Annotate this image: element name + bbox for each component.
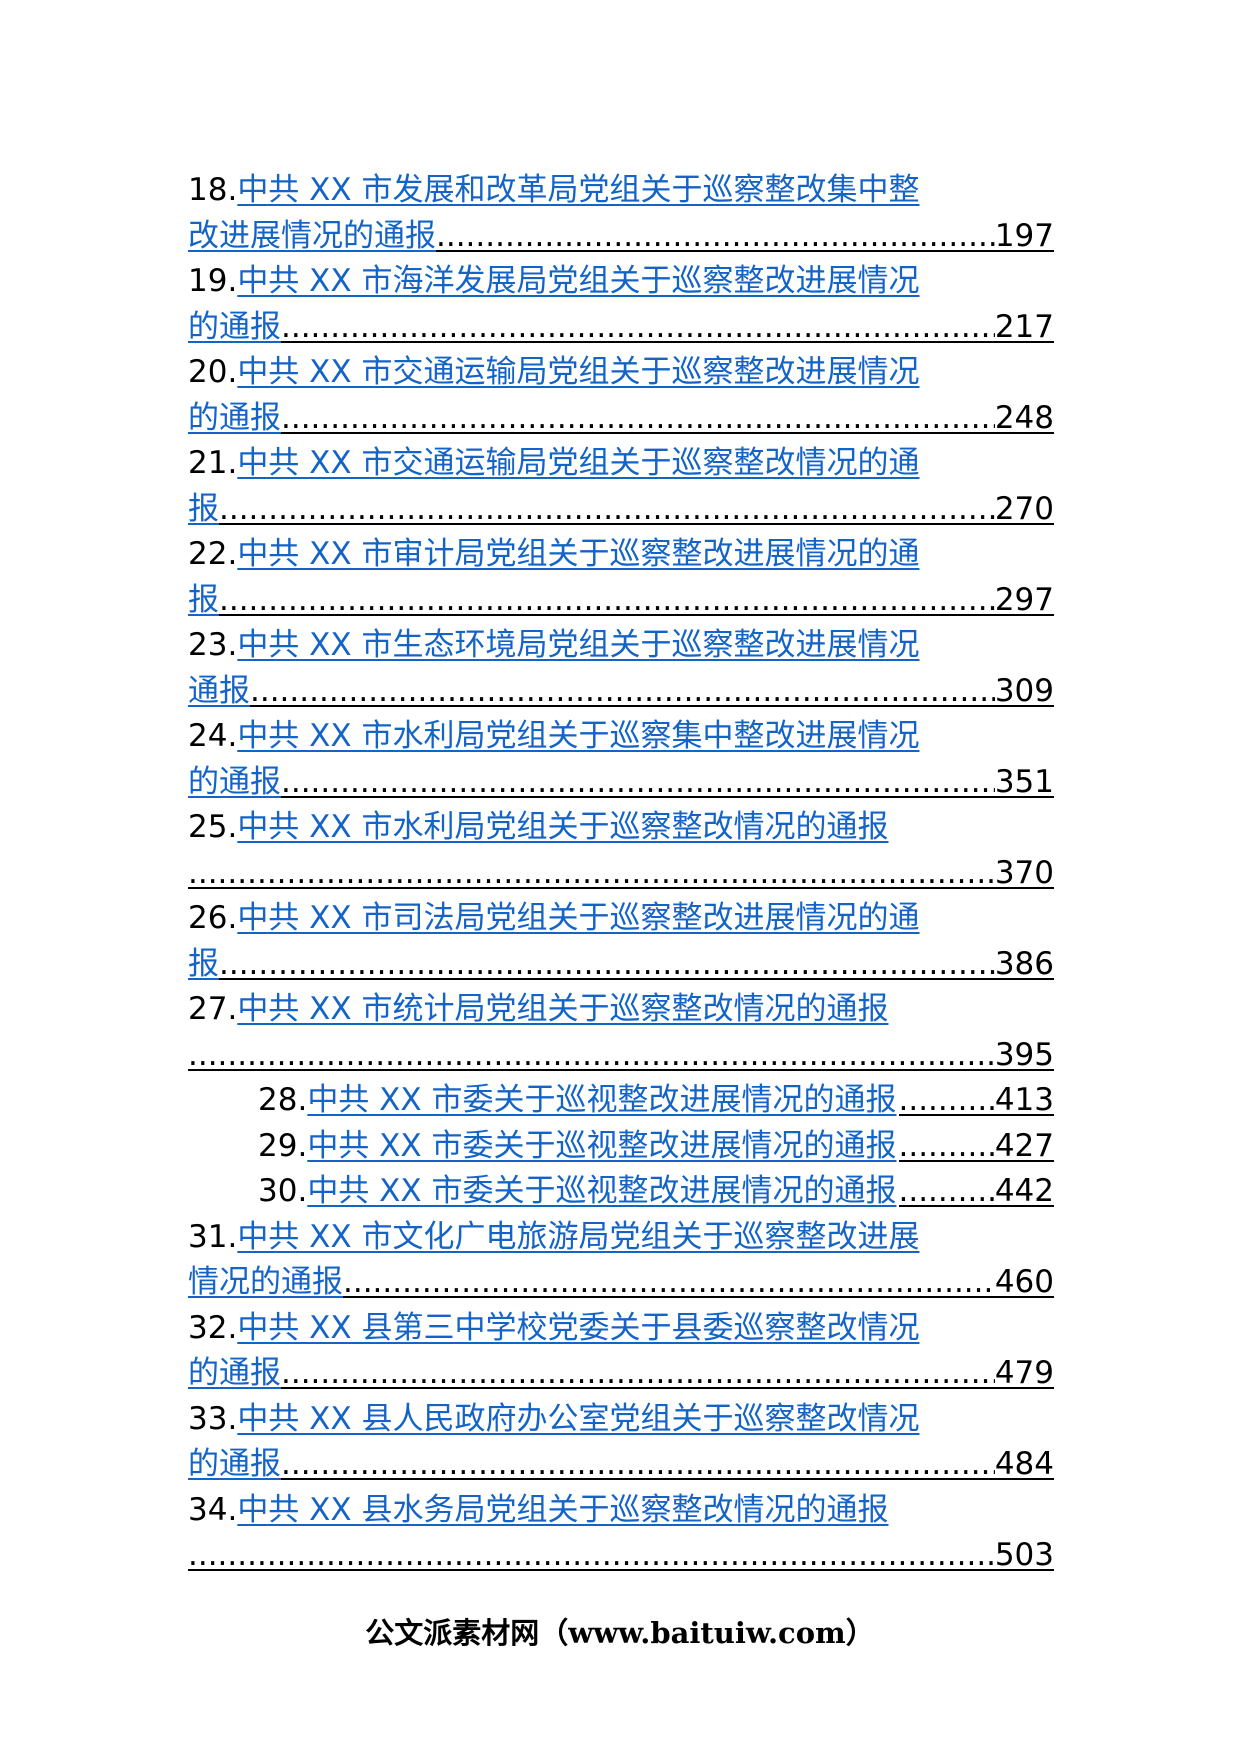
toc-entry-number: 31. — [188, 1218, 238, 1255]
toc-entry: 20.中共 XX 市交通运输局党组关于巡察整改进展情况 的通报 248 — [188, 350, 1054, 441]
toc-leader-dots — [188, 851, 995, 897]
toc-entry-link-continuation[interactable]: 报 — [188, 581, 219, 618]
toc-entry-number: 24. — [188, 718, 238, 754]
toc-leader-dots — [219, 487, 995, 533]
toc-entry-number: 33. — [188, 1400, 238, 1437]
toc-leader-dots — [899, 1124, 995, 1170]
toc-entry: 24.中共 XX 市水利局党组关于巡察集中整改进展情况 的通报 351 — [188, 714, 1054, 805]
toc-page-number: 479 — [994, 1355, 1054, 1391]
toc-page-number: 413 — [994, 1082, 1054, 1118]
toc-entry-link[interactable]: 中共 XX 市委关于巡视整改进展情况的通报 — [307, 1173, 897, 1209]
toc-entry-link[interactable]: 中共 XX 市交通运输局党组关于巡察整改情况的通 — [237, 445, 920, 481]
toc-leader-dots — [281, 1442, 995, 1488]
toc-leader-dots — [250, 669, 995, 715]
toc-entry-link-continuation[interactable]: 报 — [188, 945, 219, 982]
toc-entry-link[interactable]: 中共 XX 市委关于巡视整改进展情况的通报 — [307, 1127, 897, 1164]
toc-leader-dots — [281, 1351, 995, 1397]
toc-entry: 22.中共 XX 市审计局党组关于巡察整改进展情况的通 报 297 — [188, 532, 1054, 623]
toc-entry-number: 21. — [188, 445, 238, 481]
toc-entry-link-continuation[interactable]: 报 — [188, 490, 219, 527]
toc-leader-dots — [188, 1033, 995, 1079]
toc-entry: 34.中共 XX 县水务局党组关于巡察整改情况的通报 503 — [188, 1488, 1054, 1579]
toc-leader-dots — [899, 1169, 995, 1215]
page-footer: 公文派素材网（www.baituiw.com） — [365, 1616, 875, 1650]
toc-page-number: 503 — [994, 1537, 1054, 1573]
toc-page-number: 395 — [994, 1036, 1054, 1073]
toc-entry-number: 30. — [258, 1173, 308, 1209]
toc-entry-number: 32. — [188, 1309, 238, 1346]
toc-leader-dots — [343, 1260, 995, 1306]
toc-entry: 29.中共 XX 市委关于巡视整改进展情况的通报 427 — [188, 1124, 1054, 1170]
toc-entry-number: 34. — [188, 1491, 238, 1528]
toc-entry-link[interactable]: 中共 XX 市水利局党组关于巡察集中整改进展情况 — [237, 718, 920, 754]
toc-entry: 23.中共 XX 市生态环境局党组关于巡察整改进展情况 通报 309 — [188, 623, 1054, 714]
toc-entry-link[interactable]: 中共 XX 市交通运输局党组关于巡察整改进展情况 — [237, 354, 920, 390]
toc-entry-link-continuation[interactable]: 的通报 — [188, 308, 281, 345]
toc-entry: 19.中共 XX 市海洋发展局党组关于巡察整改进展情况 的通报 217 — [188, 259, 1054, 350]
toc-entry-link[interactable]: 中共 XX 县水务局党组关于巡察整改情况的通报 — [237, 1491, 889, 1528]
toc-entry-link-continuation[interactable]: 的通报 — [188, 399, 281, 436]
toc-page-number: 460 — [994, 1264, 1054, 1300]
toc-entry-link[interactable]: 中共 XX 市海洋发展局党组关于巡察整改进展情况 — [237, 263, 920, 299]
toc-entry-number: 29. — [258, 1127, 308, 1164]
toc-entry-link[interactable]: 中共 XX 市统计局党组关于巡察整改情况的通报 — [237, 991, 889, 1027]
toc-entry-link[interactable]: 中共 XX 市司法局党组关于巡察整改进展情况的通 — [237, 900, 920, 936]
toc-leader-dots — [436, 214, 995, 260]
toc-entry-link[interactable]: 中共 XX 市委关于巡视整改进展情况的通报 — [307, 1082, 897, 1118]
toc-entry-link[interactable]: 中共 XX 县第三中学校党委关于县委巡察整改情况 — [237, 1309, 920, 1346]
toc-leader-dots — [281, 305, 995, 351]
toc-entry-link[interactable]: 中共 XX 市水利局党组关于巡察整改情况的通报 — [237, 809, 889, 845]
toc-leader-dots — [281, 760, 995, 806]
toc-leader-dots — [219, 578, 995, 624]
toc-entry-link[interactable]: 中共 XX 市审计局党组关于巡察整改进展情况的通 — [237, 536, 920, 572]
toc-entry-number: 20. — [188, 354, 238, 390]
toc-page-number: 197 — [994, 217, 1054, 254]
toc-entry-number: 28. — [258, 1082, 308, 1118]
toc-entry-link-continuation[interactable]: 情况的通报 — [188, 1264, 343, 1300]
table-of-contents: 18.中共 XX 市发展和改革局党组关于巡察整改集中整 改进展情况的通报197 … — [188, 168, 1054, 1579]
toc-entry: 26.中共 XX 市司法局党组关于巡察整改进展情况的通 报 386 — [188, 896, 1054, 987]
toc-page-number: 484 — [994, 1446, 1054, 1482]
toc-entry: 33.中共 XX 县人民政府办公室党组关于巡察整改情况 的通报 484 — [188, 1397, 1054, 1488]
toc-entry-link-continuation[interactable]: 改进展情况的通报 — [188, 217, 436, 254]
toc-entry-number: 26. — [188, 900, 238, 936]
toc-page-number: 351 — [994, 763, 1054, 800]
toc-page-number: 442 — [994, 1173, 1054, 1209]
toc-page-number: 370 — [994, 854, 1054, 891]
toc-entry-link-continuation[interactable]: 的通报 — [188, 1446, 281, 1482]
toc-entry: 25.中共 XX 市水利局党组关于巡察整改情况的通报 370 — [188, 805, 1054, 896]
toc-leader-dots — [188, 1533, 995, 1579]
toc-entry-link[interactable]: 中共 XX 市发展和改革局党组关于巡察整改集中整 — [237, 172, 920, 208]
toc-entry: 28.中共 XX 市委关于巡视整改进展情况的通报 413 — [188, 1078, 1054, 1124]
toc-entry-number: 18. — [188, 172, 238, 208]
toc-leader-dots — [281, 396, 995, 442]
toc-entry-number: 25. — [188, 809, 238, 845]
toc-entry-number: 23. — [188, 627, 238, 663]
toc-entry: 18.中共 XX 市发展和改革局党组关于巡察整改集中整 改进展情况的通报 197 — [188, 168, 1054, 259]
toc-entry-link[interactable]: 中共 XX 市生态环境局党组关于巡察整改进展情况 — [237, 627, 920, 663]
toc-entry-number: 22. — [188, 536, 238, 572]
toc-leader-dots — [899, 1078, 995, 1124]
toc-entry-number: 19. — [188, 263, 238, 299]
toc-entry: 32.中共 XX 县第三中学校党委关于县委巡察整改情况 的通报 479 — [188, 1306, 1054, 1397]
toc-entry-link[interactable]: 中共 XX 市文化广电旅游局党组关于巡察整改进展 — [237, 1218, 920, 1255]
toc-page-number: 248 — [994, 399, 1054, 436]
toc-entry-link-continuation[interactable]: 的通报 — [188, 763, 281, 800]
toc-page-number: 427 — [994, 1127, 1054, 1164]
toc-page-number: 309 — [994, 672, 1054, 709]
toc-leader-dots — [219, 942, 995, 988]
toc-page-number: 270 — [994, 490, 1054, 527]
toc-entry: 21.中共 XX 市交通运输局党组关于巡察整改情况的通 报 270 — [188, 441, 1054, 532]
toc-entry-link[interactable]: 中共 XX 县人民政府办公室党组关于巡察整改情况 — [237, 1400, 920, 1437]
toc-page-number: 386 — [994, 945, 1054, 982]
toc-entry: 27.中共 XX 市统计局党组关于巡察整改情况的通报 395 — [188, 987, 1054, 1078]
toc-entry: 30.中共 XX 市委关于巡视整改进展情况的通报 442 — [188, 1169, 1054, 1215]
toc-entry: 31.中共 XX 市文化广电旅游局党组关于巡察整改进展 情况的通报 460 — [188, 1215, 1054, 1306]
toc-page-number: 297 — [994, 581, 1054, 618]
toc-entry-link-continuation[interactable]: 通报 — [188, 672, 250, 709]
toc-entry-link-continuation[interactable]: 的通报 — [188, 1355, 281, 1391]
toc-page-number: 217 — [994, 308, 1054, 345]
toc-entry-number: 27. — [188, 991, 238, 1027]
